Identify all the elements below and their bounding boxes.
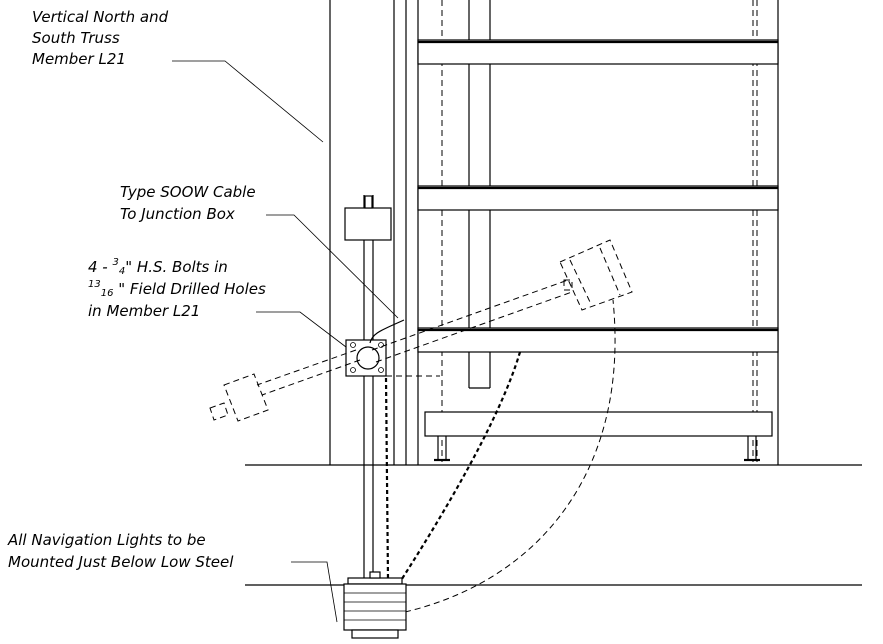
label-bolts-line-2: 1316 " Field Drilled Holes bbox=[88, 279, 266, 299]
swing-arc bbox=[404, 299, 616, 613]
light-mast-pole bbox=[344, 195, 392, 578]
label-cable-line-2: To Junction Box bbox=[120, 205, 235, 223]
truss-member-l21 bbox=[329, 0, 407, 465]
label-nav-line-1: All Navigation Lights to be bbox=[7, 531, 206, 549]
label-bolts-line-3: in Member L21 bbox=[88, 302, 200, 320]
label-bolts-line-1: 4 - 34" H.S. Bolts in bbox=[88, 257, 228, 277]
bolt-bracket bbox=[345, 339, 440, 377]
label-nav-lights: All Navigation Lights to be Mounted Just… bbox=[7, 531, 234, 571]
bottom-chord-bearing-right bbox=[744, 436, 760, 462]
swung-mast-left bbox=[209, 349, 361, 422]
navigation-light-fixture bbox=[343, 571, 407, 639]
label-nav-line-2: Mounted Just Below Low Steel bbox=[8, 553, 234, 571]
truss-frame bbox=[417, 0, 779, 465]
bottom-chord-bearing-left bbox=[434, 436, 450, 462]
label-bolts: 4 - 34" H.S. Bolts in 1316 " Field Drill… bbox=[88, 257, 266, 320]
leader-lines bbox=[172, 60, 399, 623]
label-truss-member: Vertical North and South Truss Member L2… bbox=[32, 8, 169, 68]
safety-chain-diagonal bbox=[397, 351, 522, 586]
label-truss-line-1: Vertical North and bbox=[32, 8, 169, 26]
safety-chain-vertical bbox=[384, 377, 390, 581]
label-cable-line-1: Type SOOW Cable bbox=[120, 183, 256, 201]
label-truss-line-3: Member L21 bbox=[32, 50, 126, 68]
label-cable: Type SOOW Cable To Junction Box bbox=[120, 183, 256, 223]
label-truss-line-2: South Truss bbox=[32, 29, 120, 47]
swung-mast-right bbox=[371, 239, 633, 363]
soow-cable bbox=[369, 319, 405, 344]
